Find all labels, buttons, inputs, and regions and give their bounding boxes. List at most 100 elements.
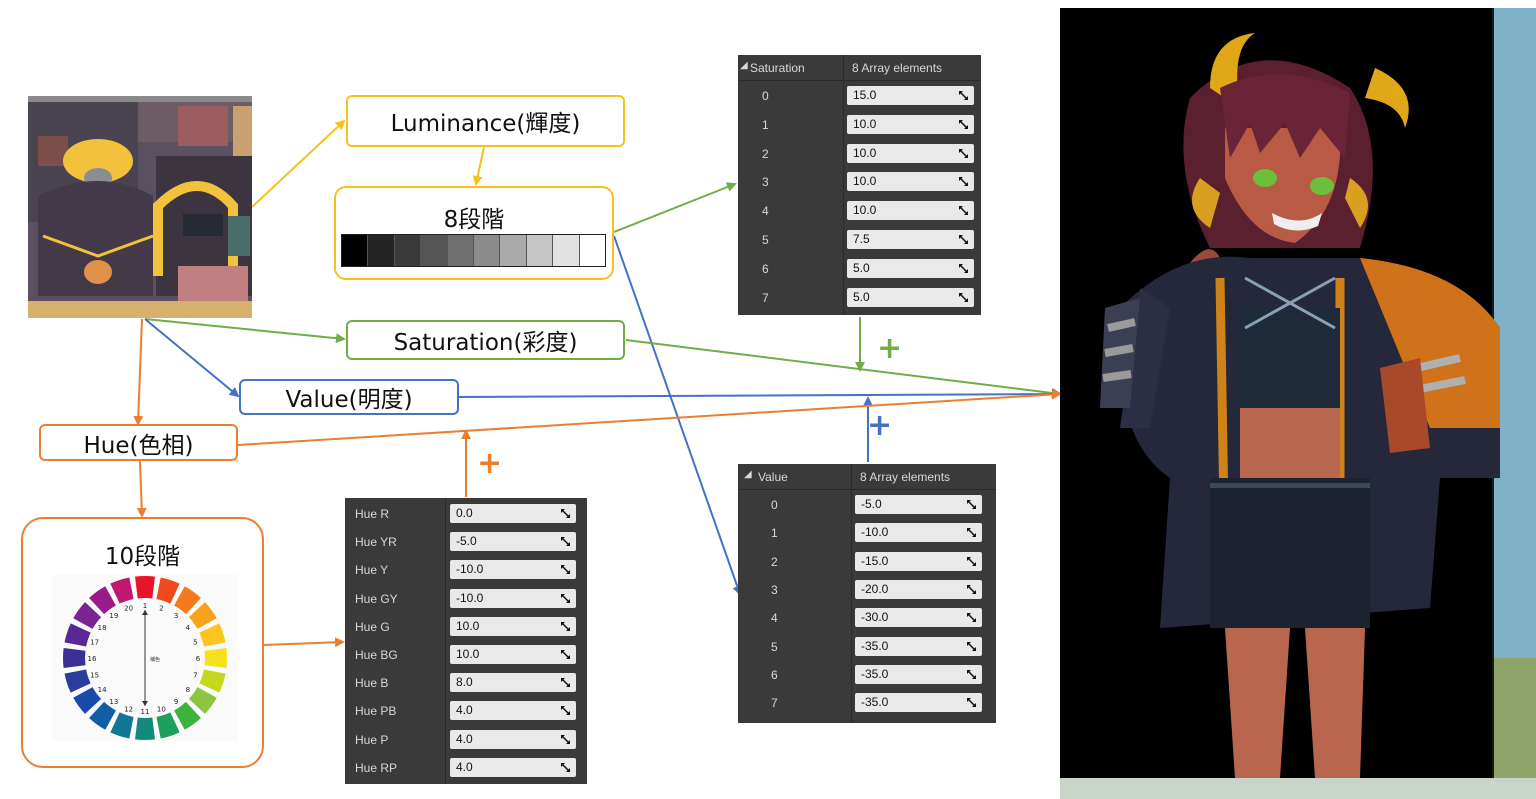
value-row-value: -35.0: [861, 666, 889, 681]
drag-resize-icon[interactable]: [966, 612, 977, 623]
value-row-value-field[interactable]: -5.0: [855, 495, 982, 514]
axis-arrowhead-icon: [142, 610, 148, 615]
saturation-row-value: 10.0: [853, 174, 877, 189]
drag-resize-icon[interactable]: [560, 593, 571, 604]
saturation-row-label: 2: [762, 146, 769, 161]
hue-row-value-field[interactable]: 4.0: [450, 701, 576, 721]
value-row: 7-35.0: [738, 689, 996, 717]
drag-resize-icon[interactable]: [966, 641, 977, 652]
drag-resize-icon[interactable]: [560, 621, 571, 632]
hue-row-value-field[interactable]: 8.0: [450, 673, 576, 693]
value-row-label: 5: [771, 639, 778, 654]
value-row-value: -5.0: [861, 497, 882, 511]
saturation-row-label: 5: [762, 233, 769, 247]
drag-resize-icon[interactable]: [958, 234, 969, 245]
hue-row-label: Hue YR: [355, 535, 397, 550]
collapse-triangle-icon[interactable]: ◢: [740, 60, 748, 71]
hue-row: Hue Y-10.0: [345, 556, 587, 584]
value-row-value-field[interactable]: -35.0: [855, 693, 982, 713]
value-row-value-field[interactable]: -10.0: [855, 523, 982, 543]
saturation-row-value-field[interactable]: 5.0: [847, 287, 974, 307]
saturation-panel-count: 8 Array elements: [852, 61, 943, 75]
saturation-row-value-field[interactable]: 10.0: [847, 172, 974, 192]
saturation-row-value-field[interactable]: 10.0: [847, 143, 974, 163]
value-box: Value(明度): [239, 379, 459, 415]
drag-resize-icon[interactable]: [560, 677, 571, 688]
drag-resize-icon[interactable]: [958, 263, 969, 274]
drag-resize-icon[interactable]: [966, 669, 977, 680]
hue-row-value-field[interactable]: 4.0: [450, 757, 576, 777]
drag-resize-icon[interactable]: [958, 292, 969, 303]
value-row-label: 2: [771, 554, 778, 569]
value-label: Value(明度): [285, 387, 413, 413]
hue-row-value-field[interactable]: 10.0: [450, 616, 576, 636]
saturation-row-value-field[interactable]: 10.0: [847, 201, 974, 221]
value-row-label: 4: [771, 611, 778, 626]
hue-row-value: 4.0: [456, 759, 473, 774]
saturation-row-value-field[interactable]: 10.0: [847, 114, 974, 134]
gray-level-swatch: [526, 235, 554, 266]
saturation-row-label: 3: [762, 175, 769, 190]
drag-resize-icon[interactable]: [966, 697, 977, 708]
drag-resize-icon[interactable]: [966, 527, 977, 538]
drag-resize-icon[interactable]: [958, 119, 969, 130]
value-row-value-field[interactable]: -30.0: [855, 608, 982, 628]
hue-wheel-segment: [73, 602, 102, 629]
drag-resize-icon[interactable]: [958, 176, 969, 187]
hue-row-label: Hue RP: [355, 760, 398, 775]
drag-resize-icon[interactable]: [966, 584, 977, 595]
value-row-value-field[interactable]: -35.0: [855, 664, 982, 684]
drag-resize-icon[interactable]: [560, 762, 571, 773]
collapse-triangle-icon[interactable]: ◢: [744, 469, 752, 480]
gray-level-swatch: [474, 235, 501, 266]
hue-row-value-field[interactable]: -10.0: [450, 560, 576, 580]
hue-wheel-segment: [188, 687, 217, 714]
hue-row-value-field[interactable]: -5.0: [450, 532, 576, 552]
value-row-value-field[interactable]: -20.0: [855, 579, 982, 599]
saturation-row-label: 7: [762, 290, 769, 305]
hue-wheel-number: 14: [98, 686, 107, 694]
gray-level-swatch: [579, 235, 606, 266]
gray-level-swatch: [421, 235, 448, 266]
saturation-row-value-field[interactable]: 7.5: [847, 230, 974, 249]
saturation-row-value-field[interactable]: 15.0: [847, 86, 974, 105]
saturation-row-value-field[interactable]: 5.0: [847, 258, 974, 278]
hue-row-label: Hue GY: [355, 591, 398, 606]
drag-resize-icon[interactable]: [958, 90, 969, 101]
value-row-value-field[interactable]: -35.0: [855, 636, 982, 656]
hue-row-value-field[interactable]: 0.0: [450, 504, 576, 523]
saturation-row-label: 1: [762, 117, 769, 132]
value-row-value: -30.0: [861, 610, 889, 625]
drag-resize-icon[interactable]: [966, 556, 977, 567]
value-row: 4 -30.0: [738, 604, 996, 632]
drag-resize-icon[interactable]: [560, 564, 571, 575]
drag-resize-icon[interactable]: [958, 205, 969, 216]
drag-resize-icon[interactable]: [560, 508, 571, 519]
hue-row-value-field[interactable]: 10.0: [450, 645, 576, 664]
luminance-8-steps-label: 8段階: [443, 207, 505, 233]
hue-row-value-field[interactable]: -10.0: [450, 588, 576, 608]
saturation-label: Saturation(彩度): [393, 330, 578, 356]
luminance-box: Luminance(輝度): [346, 95, 625, 147]
hue-wheel-segment: [156, 712, 180, 739]
drag-resize-icon[interactable]: [560, 734, 571, 745]
drag-resize-icon[interactable]: [560, 536, 571, 547]
drag-resize-icon[interactable]: [958, 148, 969, 159]
hue-wheel-segment: [135, 576, 155, 599]
hue-wheel-segment: [89, 701, 116, 730]
hue-row-value-field[interactable]: 4.0: [450, 729, 576, 749]
hue-wheel-number: 12: [124, 705, 133, 713]
drag-resize-icon[interactable]: [560, 649, 571, 660]
hue-wheel-segment: [64, 623, 91, 647]
value-row-value-field[interactable]: -15.0: [855, 551, 982, 571]
drag-resize-icon[interactable]: [560, 705, 571, 716]
axis-arrowhead-icon: [142, 701, 148, 706]
drag-resize-icon[interactable]: [966, 499, 977, 510]
hue-wheel-segment: [156, 577, 180, 604]
